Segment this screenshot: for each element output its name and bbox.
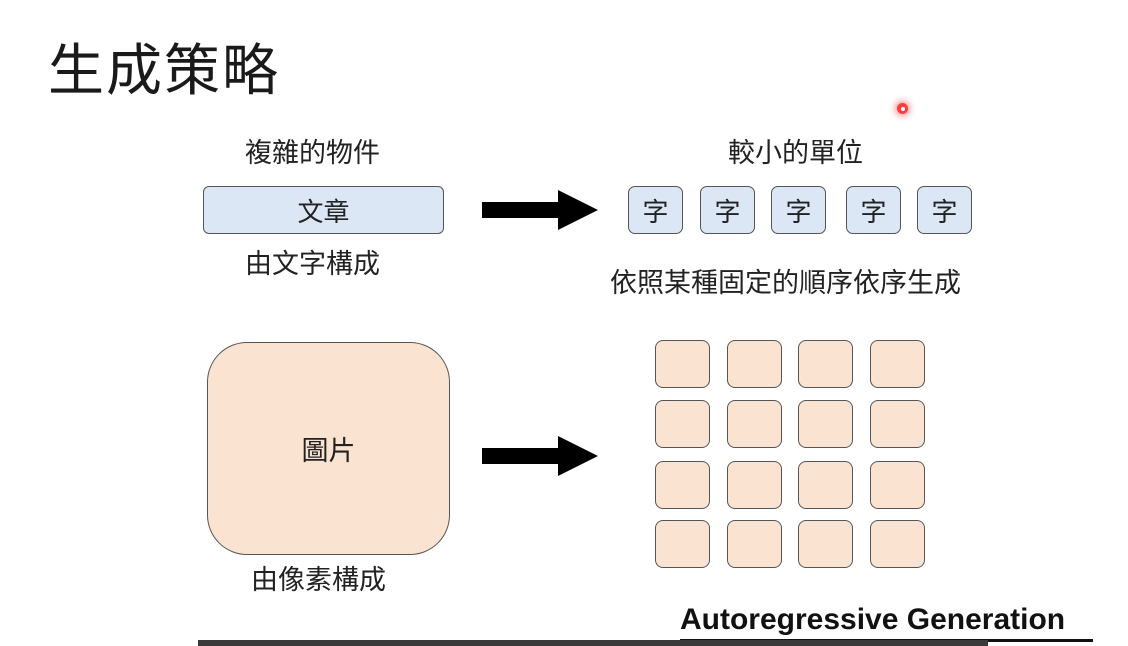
laser-pointer-icon	[897, 103, 908, 114]
page-title: 生成策略	[48, 39, 280, 104]
article-box-label: 文章	[297, 197, 350, 228]
autoregressive-generation-label: Autoregressive Generation	[680, 603, 1066, 636]
character-unit-label: 字	[642, 197, 669, 228]
character-unit-label: 字	[931, 197, 958, 228]
pixel-cell	[870, 340, 925, 388]
image-box-label: 圖片	[301, 436, 356, 467]
pixel-cell	[870, 520, 925, 568]
character-unit-label: 字	[860, 197, 887, 228]
character-unit: 字	[771, 186, 826, 234]
character-unit: 字	[917, 186, 972, 234]
character-unit: 字	[846, 186, 901, 234]
pixel-cell	[798, 340, 853, 388]
image-box: 圖片	[207, 342, 450, 555]
character-unit: 字	[700, 186, 755, 234]
fixed-order-label: 依照某種固定的順序依序生成	[610, 268, 961, 299]
pixel-cell	[798, 461, 853, 509]
pixel-cell	[727, 340, 782, 388]
pixel-cell	[727, 520, 782, 568]
pixel-cell	[655, 520, 710, 568]
pixel-cell	[798, 400, 853, 448]
right-arrow-icon	[482, 190, 598, 230]
pixel-cell	[655, 340, 710, 388]
character-unit: 字	[628, 186, 683, 234]
made-of-pixels-label: 由像素構成	[251, 565, 386, 596]
pixel-cell	[870, 461, 925, 509]
character-unit-label: 字	[714, 197, 741, 228]
pixel-cell	[870, 400, 925, 448]
right-arrow-icon	[482, 436, 598, 476]
pixel-cell	[655, 461, 710, 509]
pixel-cell	[727, 400, 782, 448]
pixel-cell	[727, 461, 782, 509]
article-box: 文章	[203, 186, 444, 234]
pixel-cell	[655, 400, 710, 448]
smaller-unit-label: 較小的單位	[728, 138, 863, 169]
pixel-cell	[798, 520, 853, 568]
made-of-characters-label: 由文字構成	[245, 249, 380, 280]
bottom-progress-bar	[198, 640, 988, 646]
character-unit-label: 字	[785, 197, 812, 228]
complex-object-label: 複雜的物件	[245, 138, 380, 169]
